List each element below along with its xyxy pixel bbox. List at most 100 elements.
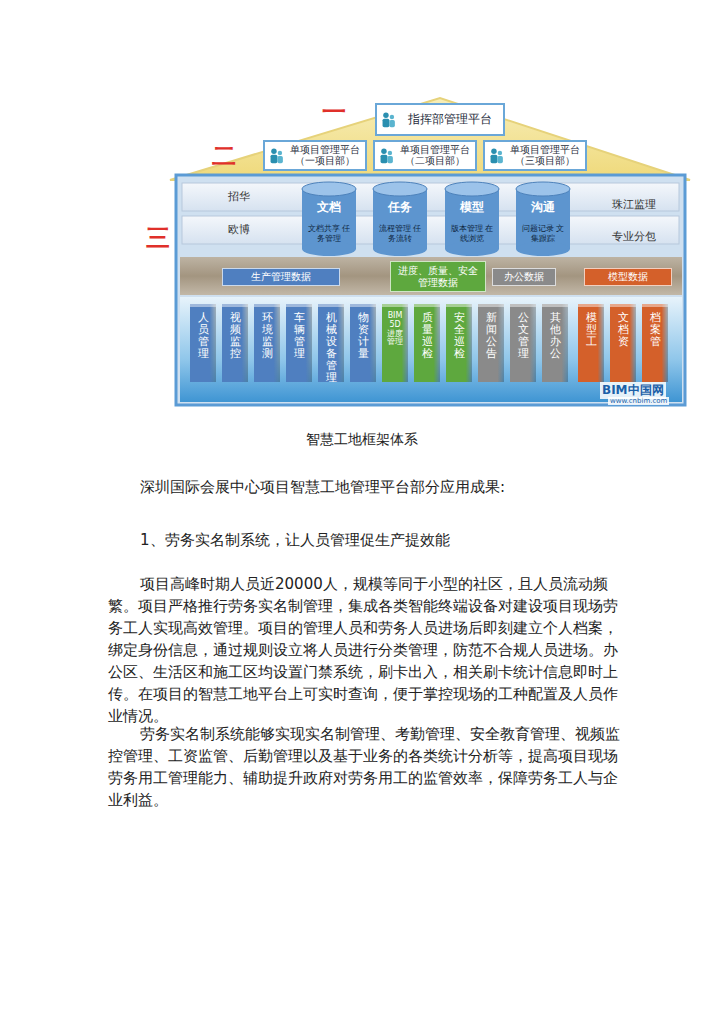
icon-head: [383, 113, 388, 118]
caption: 智慧工地框架体系: [0, 431, 724, 449]
module-label: 文档资: [618, 312, 629, 348]
band-label: 珠江监理: [612, 197, 656, 212]
icon-head: [381, 149, 386, 154]
icon-body: [277, 156, 283, 163]
people-icon: [488, 147, 505, 164]
icon-body: [387, 156, 393, 163]
module-column: 物资计量: [350, 304, 376, 382]
module-label: 模型工: [586, 312, 597, 348]
data-label: 模型数据: [608, 271, 648, 283]
strip: [182, 183, 679, 211]
cylinder-body: [373, 189, 427, 249]
cylinder-title: 沟通: [515, 199, 571, 216]
module-label: 机械设备管理: [326, 312, 337, 385]
module-label: 车辆管理: [294, 312, 305, 360]
module-column: 其他办公: [542, 304, 568, 382]
module-label: 人员管理: [198, 312, 209, 360]
module-column: 公文管理: [510, 304, 536, 382]
icon-head: [491, 149, 496, 154]
cylinder-bottom: [302, 242, 356, 256]
data-box: 进度、质量、安全管理数据: [390, 261, 486, 292]
data-label: 办公数据: [504, 271, 544, 283]
module-label: 安全巡检: [454, 312, 465, 360]
body-text: 1、劳务实名制系统，让人员管理促生产提效能: [140, 531, 450, 550]
icon-body: [271, 155, 278, 164]
module-label: 其他办公: [550, 312, 561, 360]
band-label: 招华: [228, 189, 250, 204]
module-label: 物资计量: [358, 312, 369, 360]
cylinder-title: 模型: [444, 199, 500, 216]
module-label: 公文管理: [518, 312, 529, 360]
data-box: 模型数据: [584, 268, 672, 286]
cylinder-bottom: [373, 242, 427, 256]
module-column: 车辆管理: [286, 304, 312, 382]
module-label: 档案管: [650, 312, 661, 348]
cylinder-subtitle: 流程管理 任务流转: [376, 224, 424, 245]
icon-head: [278, 151, 282, 155]
cylinder-top: [445, 182, 499, 196]
cylinder-top: [516, 182, 570, 196]
module-label: BIM 5D进度管理: [385, 312, 404, 347]
storage-cylinder: 模型版本管理 在线浏览: [444, 181, 500, 257]
icon-head: [390, 115, 394, 119]
cylinder-body: [445, 189, 499, 249]
cylinder-subtitle: 版本管理 在线浏览: [448, 224, 496, 245]
cylinder-title: 任务: [372, 199, 428, 216]
platform-label: 单项目管理平台 （二项目部）: [397, 145, 472, 167]
storage-cylinder: 文档文档共享 任务管理: [301, 181, 357, 257]
module-column: BIM 5D进度管理: [382, 304, 408, 382]
cylinder-body: [302, 189, 356, 249]
cylinder-bottom: [516, 242, 570, 256]
body-text: 深圳国际会展中心项目智慧工地管理平台部分应用成果:: [140, 478, 505, 497]
icon-body: [491, 155, 498, 164]
module-label: 新闻公告: [486, 312, 497, 360]
icon-body: [497, 156, 503, 163]
cylinder-title: 文档: [301, 199, 357, 216]
icon-head: [271, 149, 276, 154]
storage-cylinder: 任务流程管理 任务流转: [372, 181, 428, 257]
icon-body: [383, 119, 390, 128]
module-label: 质量巡检: [422, 312, 433, 360]
icon-head: [388, 151, 392, 155]
data-box: 办公数据: [492, 268, 556, 286]
platform-box: 指挥部管理平台: [375, 103, 505, 136]
module-column: 档案管: [642, 304, 668, 382]
icon-head: [498, 151, 502, 155]
data-box: 生产管理数据: [222, 268, 340, 286]
layer-number: 二: [212, 140, 236, 172]
body-text: 劳务实名制系统能够实现实名制管理、考勤管理、安全教育管理、视频监控管理、工资监管…: [108, 723, 620, 811]
module-label: 视频监控: [230, 312, 241, 360]
storage-cylinder: 沟通问题记录 文集跟踪: [515, 181, 571, 257]
module-column: 质量巡检: [414, 304, 440, 382]
data-label: 进度、质量、安全管理数据: [394, 265, 482, 289]
cylinder-top: [373, 182, 427, 196]
layer-number: 一: [322, 96, 346, 128]
cylinder-shape: [301, 181, 357, 257]
cylinder-subtitle: 文档共享 任务管理: [305, 224, 353, 245]
cylinder-shape: [515, 181, 571, 257]
cylinder-bottom: [445, 242, 499, 256]
module-label: 环境监测: [262, 312, 273, 360]
module-column: 安全巡检: [446, 304, 472, 382]
platform-label: 单项目管理平台 （三项目部）: [507, 145, 582, 167]
module-column: 人员管理: [190, 304, 216, 382]
module-column: 视频监控: [222, 304, 248, 382]
people-icon: [378, 147, 395, 164]
module-column: 模型工: [578, 304, 604, 382]
band-label: 专业分包: [612, 229, 656, 244]
icon-body: [389, 120, 395, 127]
data-band: [180, 257, 682, 295]
data-label: 生产管理数据: [251, 271, 311, 283]
platform-box: 单项目管理平台 （一项目部）: [263, 140, 367, 171]
water-ground: [180, 297, 682, 402]
main-frame: [176, 175, 685, 405]
cylinder-shape: [444, 181, 500, 257]
cylinder-body: [516, 189, 570, 249]
cylinder-shape: [372, 181, 428, 257]
body-text: 项目高峰时期人员近20000人，规模等同于小型的社区，且人员流动频繁。项目严格推…: [108, 573, 620, 727]
watermark: www.cnbim.com: [608, 397, 669, 405]
platform-label: 指挥部管理平台: [399, 113, 500, 127]
people-icon: [268, 147, 285, 164]
module-column: 文档资: [610, 304, 636, 382]
module-column: 机械设备管理: [318, 304, 344, 382]
